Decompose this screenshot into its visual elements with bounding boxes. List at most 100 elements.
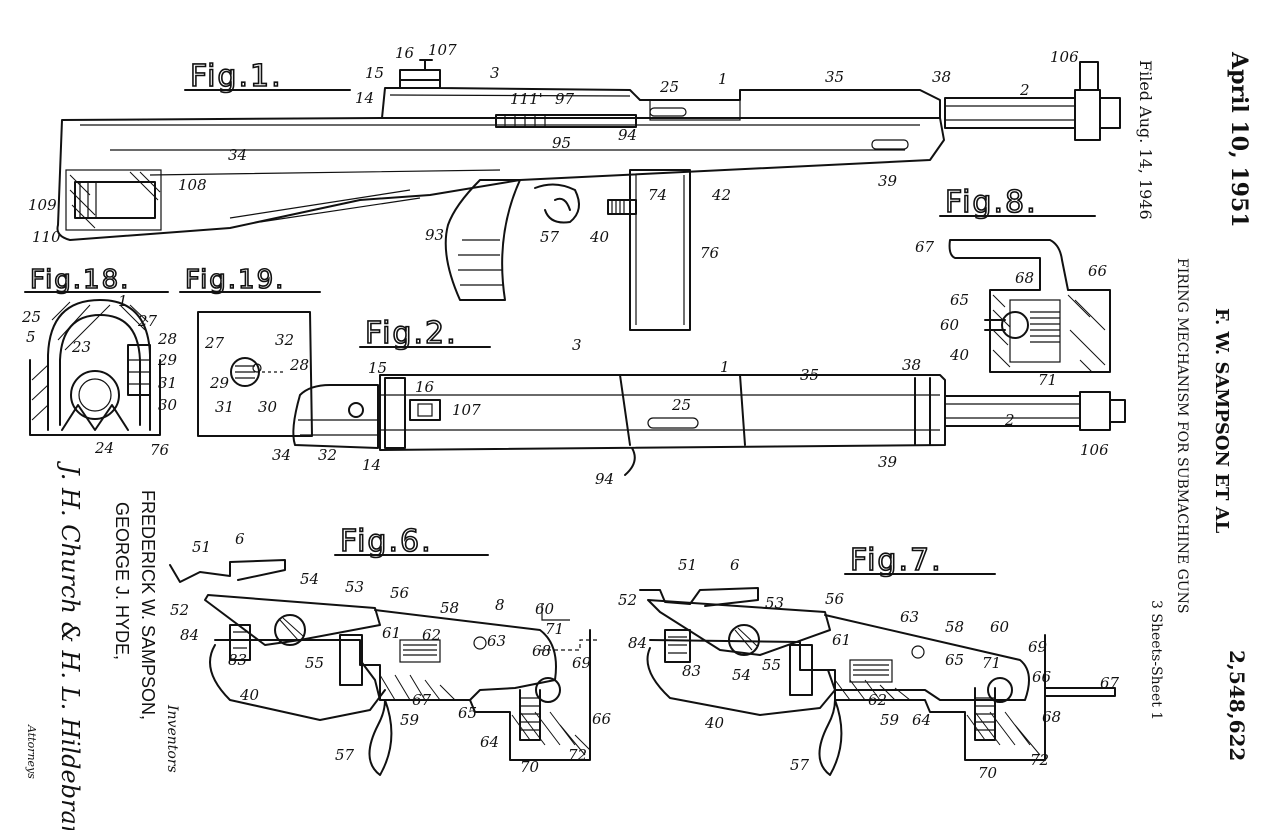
ref-numeral: 93 (425, 226, 444, 244)
ref-numeral: 2 (1019, 81, 1030, 99)
ref-numeral: 25 (671, 396, 691, 414)
ref-numeral: 65 (950, 291, 969, 309)
ref-numeral: 67 (915, 238, 935, 256)
ref-numeral: 55 (762, 656, 781, 674)
ref-numeral: 54 (300, 570, 319, 588)
ref-numeral: 70 (978, 764, 998, 782)
ref-numeral: 107 (452, 401, 481, 419)
ref-numeral: 71 (1038, 371, 1057, 389)
ref-numeral: 51 (678, 556, 697, 574)
ref-numeral: 68 (532, 642, 551, 660)
ref-numeral: 109 (28, 196, 57, 214)
ref-numeral: 55 (305, 654, 324, 672)
fig7-drawing (639, 587, 1116, 776)
fig1-numerals: 107 16 15 14 3 111' 97 25 1 35 38 106 2 … (28, 41, 1079, 262)
fig2-numerals: 3 1 35 38 15 16 107 25 2 34 32 14 94 39 … (272, 336, 1109, 488)
ref-numeral: 35 (825, 68, 844, 86)
inventors-label: Inventors (164, 704, 180, 773)
attorneys-label: Attorneys (25, 724, 38, 779)
ref-numeral: 24 (94, 439, 114, 457)
ref-numeral: 57 (790, 756, 810, 774)
ref-numeral: 34 (272, 446, 291, 464)
ref-numeral: 62 (868, 691, 887, 709)
ref-numeral: 84 (628, 634, 647, 652)
ref-numeral: 106 (1050, 48, 1079, 66)
ref-numeral: 106 (1080, 441, 1109, 459)
ref-numeral: 111' (510, 90, 543, 108)
ref-numeral: 32 (275, 331, 294, 349)
ref-numeral: 14 (362, 456, 381, 474)
ref-numeral: 27 (137, 312, 158, 330)
ref-numeral: 52 (170, 601, 189, 619)
ref-numeral: 83 (228, 651, 247, 669)
ref-numeral: 110 (32, 228, 61, 246)
patent-title: FIRING MECHANISM FOR SUBMACHINE GUNS (1174, 258, 1190, 613)
fig6-label: Fig.6. (340, 524, 433, 559)
ref-numeral: 65 (458, 704, 477, 722)
ref-numeral: 53 (765, 594, 784, 612)
patent-number: 2,548,622 (1225, 650, 1249, 761)
ref-numeral: 6 (730, 556, 740, 574)
ref-numeral: 59 (400, 711, 420, 729)
ref-numeral: 2 (1004, 411, 1015, 429)
ref-numeral: 65 (945, 651, 964, 669)
ref-numeral: 74 (648, 186, 667, 204)
fig19-label: Fig.19. (185, 265, 285, 295)
ref-numeral: 84 (180, 626, 199, 644)
ref-numeral: 3 (572, 336, 582, 354)
fig2-label: Fig.2. (365, 316, 458, 351)
ref-numeral: 67 (1100, 674, 1120, 692)
ref-numeral: 40 (589, 228, 610, 246)
fig19-drawing (197, 311, 313, 437)
ref-numeral: 31 (158, 374, 177, 392)
ref-numeral: 72 (568, 746, 587, 764)
fig7-numerals: 51 6 52 53 56 63 58 60 84 83 54 55 61 65… (618, 556, 1120, 782)
ref-numeral: 60 (990, 618, 1010, 636)
ref-numeral: 64 (912, 711, 931, 729)
fig7-label: Fig.7. (850, 543, 943, 578)
ref-numeral: 76 (150, 441, 170, 459)
ref-numeral: 16 (415, 378, 435, 396)
ref-numeral: 28 (289, 356, 309, 374)
ref-numeral: 3 (490, 64, 500, 82)
ref-numeral: 70 (520, 758, 540, 776)
ref-numeral: 25 (659, 78, 679, 96)
ref-numeral: 29 (157, 351, 178, 369)
ref-numeral: 31 (215, 398, 234, 416)
ref-numeral: 40 (239, 686, 260, 704)
ref-numeral: 40 (704, 714, 725, 732)
ref-numeral: 66 (592, 710, 612, 728)
fig18-numerals: 25 1 27 5 23 28 29 31 30 24 76 (21, 292, 178, 459)
fig18-drawing (29, 299, 161, 436)
fig1-drawing (56, 59, 1121, 331)
ref-numeral: 58 (440, 599, 459, 617)
ref-numeral: 60 (535, 600, 555, 618)
ref-numeral: 25 (21, 308, 41, 326)
ref-numeral: 94 (618, 126, 637, 144)
ref-numeral: 83 (682, 662, 701, 680)
fig1-label: Fig.1. (190, 59, 283, 94)
fig19-numerals: 27 32 28 29 31 30 (204, 331, 309, 416)
inventor-name-1: FREDERICK W. SAMPSON, (138, 490, 158, 720)
ref-numeral: 59 (880, 711, 900, 729)
ref-numeral: 57 (540, 228, 560, 246)
ref-numeral: 51 (192, 538, 211, 556)
ref-numeral: 52 (618, 591, 637, 609)
sheet-info: 3 Sheets-Sheet 1 (1148, 600, 1164, 720)
ref-numeral: 63 (900, 608, 919, 626)
ref-numeral: 1 (720, 358, 730, 376)
ref-numeral: 5 (26, 328, 36, 346)
ref-numeral: 61 (832, 631, 851, 649)
fig6-drawing (169, 559, 600, 776)
ref-numeral: 42 (711, 186, 731, 204)
ref-numeral: 57 (335, 746, 355, 764)
ref-numeral: 38 (902, 356, 921, 374)
ref-numeral: 69 (1028, 638, 1048, 656)
attorney-signature: J. H. Church & H. L. Hildebrand (56, 460, 84, 830)
ref-numeral: 38 (932, 68, 951, 86)
ref-numeral: 1 (118, 292, 128, 310)
patent-date: April 10, 1951 (1226, 51, 1252, 228)
ref-numeral: 16 (395, 44, 415, 62)
ref-numeral: 40 (949, 346, 970, 364)
ref-numeral: 56 (825, 590, 845, 608)
